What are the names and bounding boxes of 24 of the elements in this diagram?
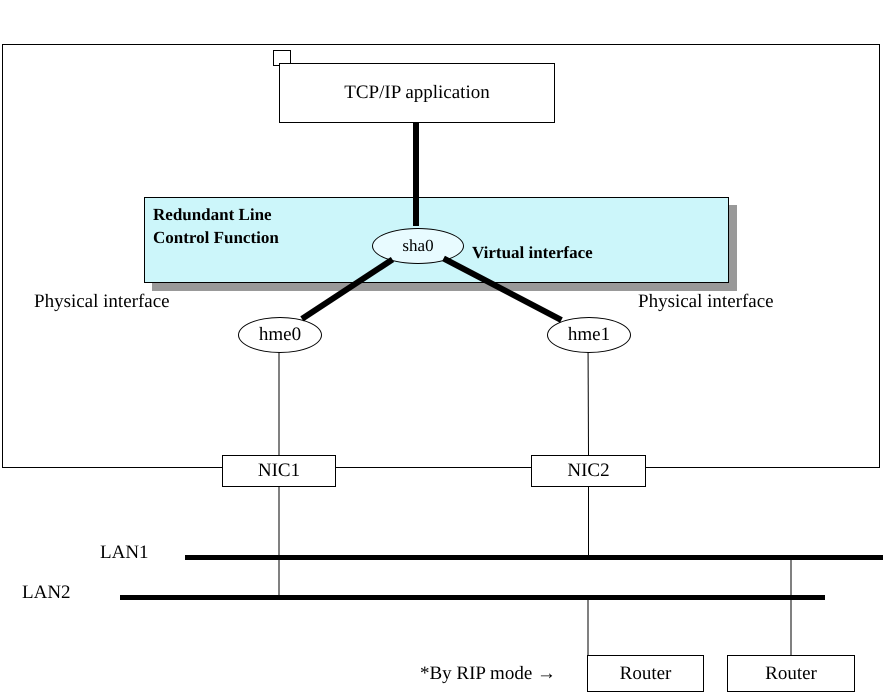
connection-line — [278, 352, 280, 456]
connection-line — [300, 256, 394, 322]
interface-ellipse: hme1 — [547, 317, 631, 353]
nic-box: NIC1 — [222, 455, 336, 487]
connection-line — [588, 352, 589, 456]
connection-line — [588, 486, 589, 556]
connection-line — [278, 486, 280, 596]
interface-label: Physical interface — [34, 291, 170, 313]
interface-ellipse: hme0 — [238, 317, 322, 353]
interface-label: Physical interface — [638, 291, 774, 313]
lan-bus: LAN1 — [100, 542, 883, 560]
lan-bus: LAN2 — [22, 582, 825, 600]
node-label: LAN2 — [22, 582, 71, 603]
connection-line — [442, 256, 563, 323]
note: *By RIP mode → — [420, 663, 556, 685]
node-label: LAN1 — [100, 542, 149, 563]
interface-ellipse: sha0 — [372, 228, 464, 264]
connection-line — [413, 122, 419, 226]
connection-line — [790, 560, 792, 656]
router-box: Router — [587, 655, 704, 692]
interface-label: Virtual interface — [472, 242, 593, 264]
router-box: Router — [727, 655, 855, 692]
nic-box: NIC2 — [531, 455, 646, 487]
application-box: TCP/IP application — [279, 63, 555, 123]
